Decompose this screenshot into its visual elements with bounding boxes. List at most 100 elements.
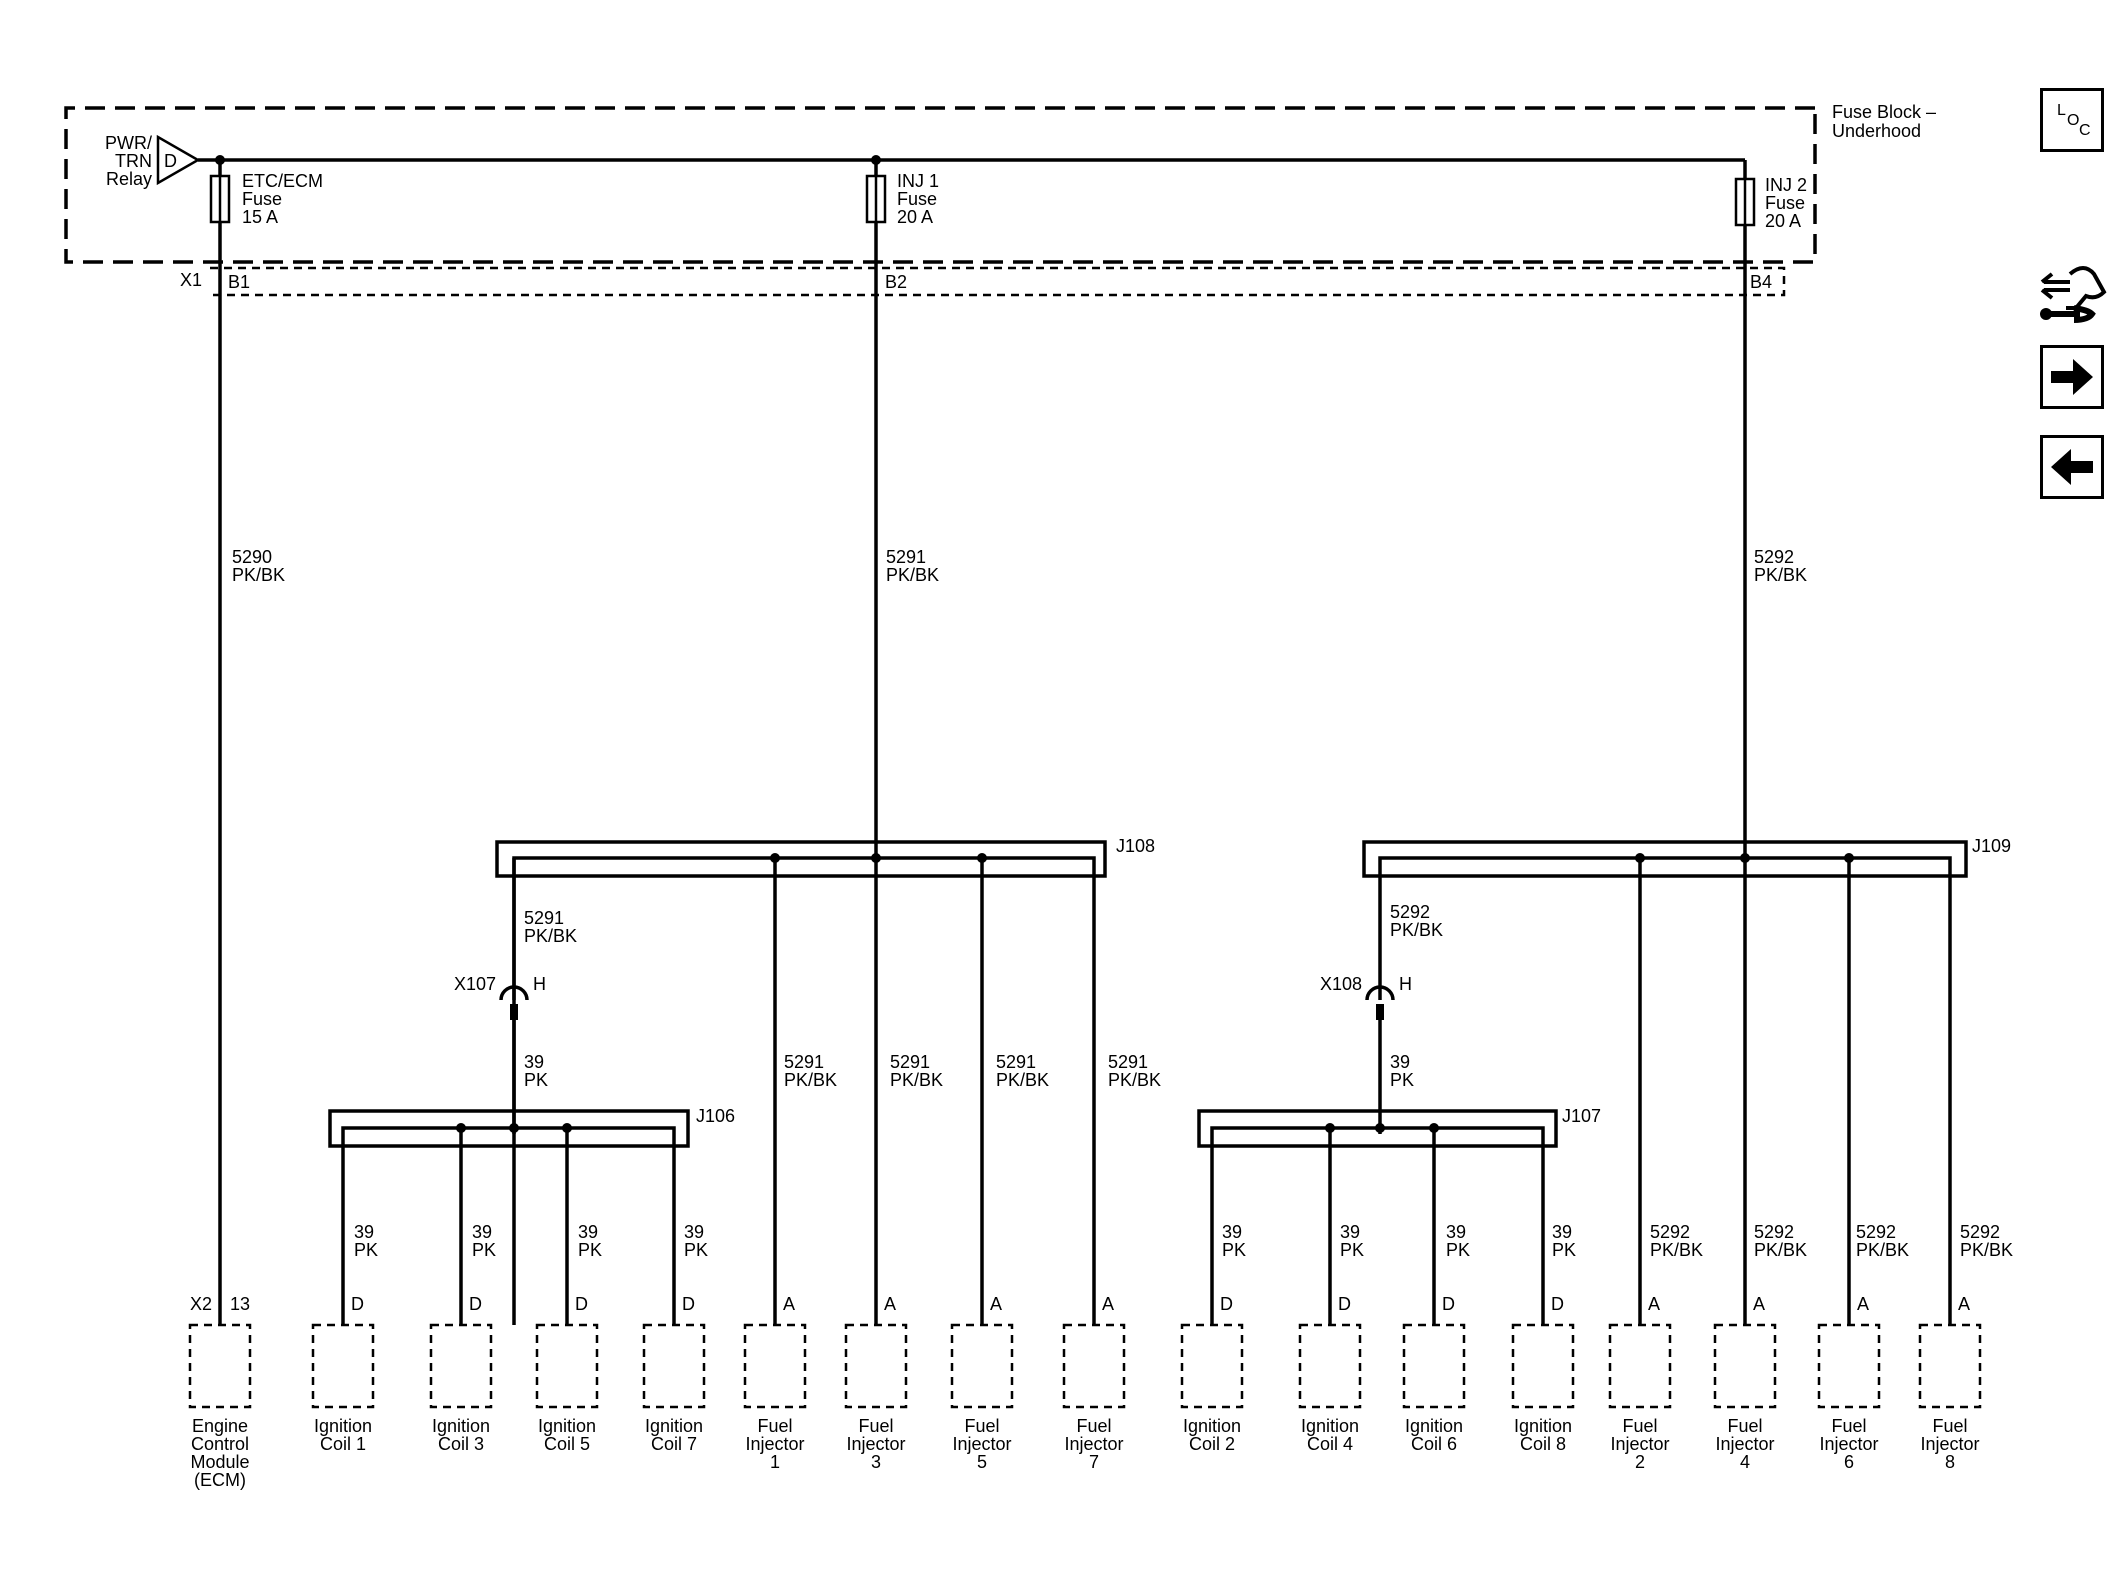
- fuse-name: INJ 2: [1765, 175, 1807, 195]
- wire-color: PK/BK: [524, 926, 577, 946]
- wire-circuit: 5291: [524, 908, 564, 928]
- component-pin: A: [1958, 1294, 1970, 1314]
- component-label-line1: Ignition: [432, 1416, 490, 1436]
- component-label-line1: Fuel: [1727, 1416, 1762, 1436]
- wire-color: PK: [578, 1240, 602, 1260]
- component-label-line3: 6: [1844, 1452, 1854, 1472]
- arrow-left-icon[interactable]: [2040, 435, 2104, 499]
- fuse-block-label-line1: Fuse Block –: [1832, 102, 1936, 122]
- component-label-line1: Ignition: [314, 1416, 372, 1436]
- component-box: [1713, 1323, 1777, 1409]
- component-pin: D: [1220, 1294, 1233, 1314]
- wire-color: PK/BK: [996, 1070, 1049, 1090]
- wire-color: PK/BK: [890, 1070, 943, 1090]
- component-label-line1: Ignition: [645, 1416, 703, 1436]
- wire-circuit: 39: [1446, 1222, 1466, 1242]
- component-label-line3: 5: [977, 1452, 987, 1472]
- fuse-rating: 15 A: [242, 207, 278, 227]
- component-box: [1402, 1323, 1466, 1409]
- wire-circuit: 39: [354, 1222, 374, 1242]
- wire-circuit: 39: [1222, 1222, 1242, 1242]
- wire-color: PK: [524, 1070, 548, 1090]
- relay-pin: D: [164, 151, 177, 171]
- splice-j106: J106: [328, 1106, 735, 1325]
- component-pin: A: [1102, 1294, 1114, 1314]
- splice-j107: J107: [1197, 1106, 1601, 1325]
- component-label-line2: Injector: [1064, 1434, 1123, 1454]
- component-pin: D: [682, 1294, 695, 1314]
- component-box: [950, 1323, 1014, 1409]
- wire-circuit: 5291: [890, 1052, 930, 1072]
- connector-pin: H: [1399, 974, 1412, 994]
- ecm-label-line1: Engine: [192, 1416, 248, 1436]
- wire-circuit: 5292: [1856, 1222, 1896, 1242]
- wire-circuit: 5292: [1650, 1222, 1690, 1242]
- wire-color: PK/BK: [1754, 565, 1807, 585]
- component-label-line2: Coil 7: [651, 1434, 697, 1454]
- component-label-line2: Coil 2: [1189, 1434, 1235, 1454]
- component-label-line3: 2: [1635, 1452, 1645, 1472]
- connector-tool-icon[interactable]: [2036, 252, 2108, 332]
- component-wire-labels: 39 PK 39 PK 39 PK 39 PK 39 PK 39 PK 39 P…: [354, 1222, 2013, 1260]
- wire-color: PK: [472, 1240, 496, 1260]
- component-pin: D: [1442, 1294, 1455, 1314]
- component-label-line1: Ignition: [1183, 1416, 1241, 1436]
- loc-icon[interactable]: L O C: [2040, 88, 2104, 152]
- fuse-block-label-line2: Underhood: [1832, 121, 1921, 141]
- wire-circuit: 39: [684, 1222, 704, 1242]
- component-pin: A: [783, 1294, 795, 1314]
- loc-c: C: [2079, 122, 2091, 139]
- wire-color: PK/BK: [886, 565, 939, 585]
- component-pin: A: [1648, 1294, 1660, 1314]
- main-wires: 5290 PK/BK 5291 PK/BK 5292 PK/BK: [218, 222, 1807, 1325]
- wire-circuit: 39: [1552, 1222, 1572, 1242]
- splice-j109: J109: [1362, 836, 2011, 1325]
- wire-color: PK/BK: [232, 565, 285, 585]
- component-label-line2: Injector: [1920, 1434, 1979, 1454]
- connector-x1: X1 B1 B2 B4: [180, 266, 1786, 297]
- component-pin: D: [1551, 1294, 1564, 1314]
- relay-label-line1: PWR/: [105, 133, 152, 153]
- component-label-line1: Ignition: [1514, 1416, 1572, 1436]
- component-pin: A: [990, 1294, 1002, 1314]
- fuse-inj-1: INJ 1 Fuse 20 A: [865, 171, 939, 227]
- component-label-line2: Injector: [745, 1434, 804, 1454]
- component-box: [535, 1323, 599, 1409]
- component-label-line1: Fuel: [1831, 1416, 1866, 1436]
- ecm-connector: X2: [190, 1294, 212, 1314]
- component-label-line2: Coil 6: [1411, 1434, 1457, 1454]
- component-label-line2: Coil 3: [438, 1434, 484, 1454]
- fuse-name: ETC/ECM: [242, 171, 323, 191]
- fuse-block: Fuse Block – Underhood PWR/ TRN Relay D …: [64, 102, 1936, 264]
- component-label-line2: Injector: [1610, 1434, 1669, 1454]
- arrow-right-icon[interactable]: [2040, 345, 2104, 409]
- component-label-line1: Fuel: [1932, 1416, 1967, 1436]
- component-label-line2: Injector: [846, 1434, 905, 1454]
- fuse-etc-ecm: ETC/ECM Fuse 15 A: [209, 171, 323, 227]
- component-label-line2: Injector: [952, 1434, 1011, 1454]
- connector-name: X108: [1320, 974, 1362, 994]
- pin-b2: B2: [885, 272, 907, 292]
- component-pin: D: [1338, 1294, 1351, 1314]
- component-label-line3: 1: [770, 1452, 780, 1472]
- component-label-line2: Injector: [1715, 1434, 1774, 1454]
- wire-circuit: 39: [524, 1052, 544, 1072]
- wire-color: PK/BK: [1108, 1070, 1161, 1090]
- relay-label-line3: Relay: [106, 169, 152, 189]
- wire-color: PK: [684, 1240, 708, 1260]
- component-label-line1: Ignition: [1301, 1416, 1359, 1436]
- component-ecm: X2 13 Engine Control Module (ECM): [188, 1294, 252, 1490]
- wire-circuit: 39: [578, 1222, 598, 1242]
- wire-color: PK/BK: [1754, 1240, 1807, 1260]
